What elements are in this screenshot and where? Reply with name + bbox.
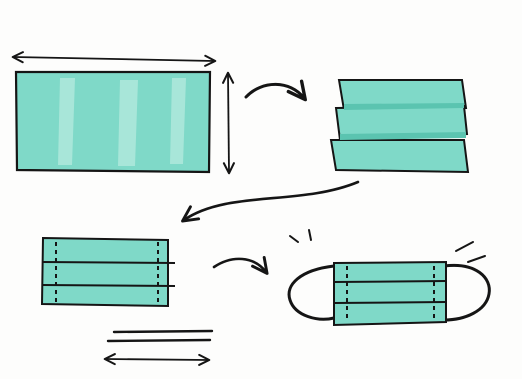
- ear-loop-left: [287, 264, 335, 321]
- pleat-panel-bottom: [329, 139, 470, 174]
- pleat-fold-shadow: [340, 103, 466, 140]
- step-2-pleated-fabric: [329, 79, 470, 174]
- pleat-line: [333, 301, 447, 304]
- pleat-line: [41, 261, 176, 264]
- step-3-stitched-rectangle: [40, 236, 214, 366]
- width-dimension-arrow: [11, 51, 217, 67]
- curved-arrow-down-left: [181, 180, 360, 223]
- elastic-strip: [112, 329, 214, 334]
- curved-arrow-right: [212, 255, 269, 275]
- pleat-panel-top: [337, 79, 468, 112]
- mask-body: [333, 260, 447, 327]
- sparkle-lines-left: [289, 229, 312, 243]
- pleat-line: [41, 284, 176, 287]
- step-1-fabric-rectangle: [11, 51, 235, 175]
- sparkle-lines-right: [455, 241, 486, 263]
- curved-arrow-right: [244, 79, 307, 102]
- step-4-finished-mask: [287, 229, 491, 327]
- ear-loop-right: [443, 263, 491, 322]
- pleat-line: [333, 280, 447, 283]
- elastic-length-arrow: [103, 353, 211, 366]
- pleated-rectangle: [40, 236, 169, 308]
- elastic-strip: [106, 338, 212, 343]
- fabric-texture: [58, 78, 186, 166]
- height-dimension-arrow: [222, 71, 235, 175]
